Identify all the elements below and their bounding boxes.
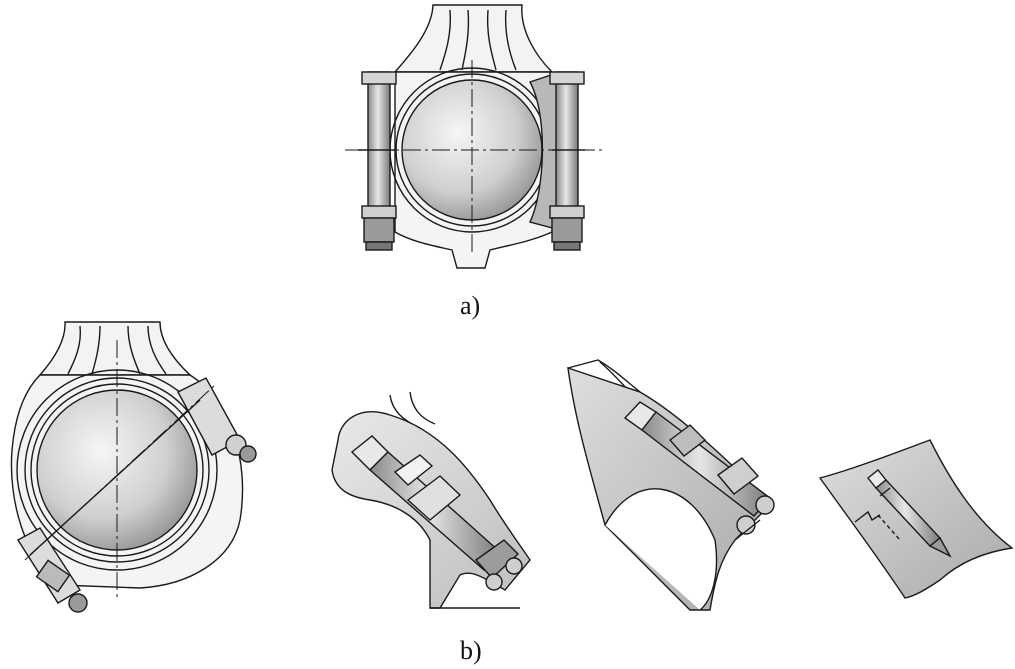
caption-b: b) <box>460 636 482 665</box>
caption-a: a) <box>460 291 481 320</box>
oblique-split-big-end-view <box>10 321 257 613</box>
locating-sleeve-detail <box>331 391 531 609</box>
pin-joint-detail <box>818 439 1014 599</box>
straight-split-big-end-view <box>345 4 603 269</box>
step-joint-detail <box>567 359 775 611</box>
